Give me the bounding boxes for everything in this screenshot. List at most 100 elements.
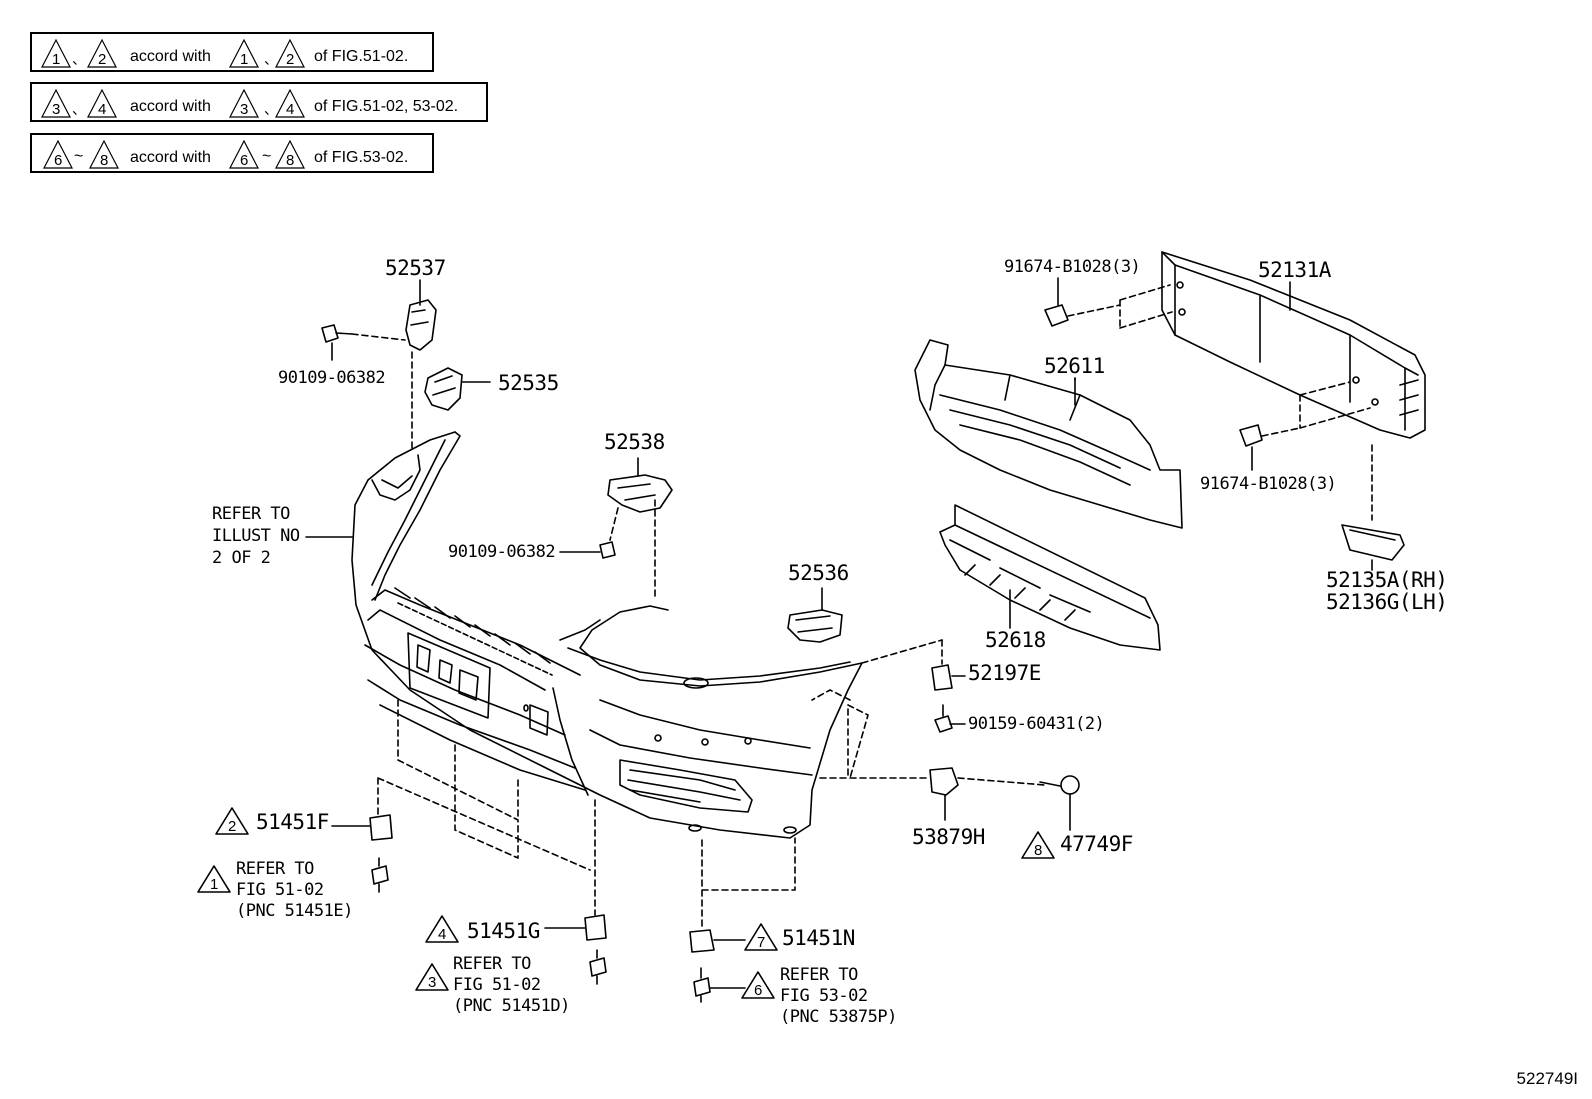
clip-51451f	[331, 814, 393, 841]
leader-left-clips	[377, 699, 596, 916]
reinforcement-52131a	[1161, 251, 1426, 439]
label-52538: 52538	[604, 430, 665, 454]
label-52131a: 52131A	[1258, 258, 1331, 282]
label-52536: 52536	[788, 561, 849, 585]
triangle-icon	[275, 139, 305, 169]
screw-90159	[934, 704, 966, 733]
triangle-icon	[41, 38, 71, 68]
note-2-text: accord with	[130, 98, 211, 115]
label-91674-b: 91674-B1028(3)	[1200, 474, 1337, 494]
triangle-icon	[741, 971, 775, 999]
refer-illust-line-3: 2 OF 2	[212, 548, 271, 568]
note-3-sep-right: ~	[262, 148, 271, 165]
note-1-sep-left: 、	[72, 51, 86, 67]
triangle-icon	[425, 915, 459, 943]
triangle-icon	[275, 88, 305, 118]
triangle-icon	[43, 139, 73, 169]
refer-3-line-2: FIG 51-02	[453, 975, 541, 995]
bracket-52536	[787, 587, 843, 643]
note-2-suffix: of FIG.51-02, 53-02.	[314, 98, 458, 115]
refer-illust-line-1: REFER TO	[212, 504, 290, 524]
label-91674-a: 91674-B1028(3)	[1004, 257, 1141, 277]
label-51451f: 51451F	[256, 810, 329, 834]
note-1-suffix: of FIG.51-02.	[314, 48, 408, 65]
triangle-icon	[87, 88, 117, 118]
bolt-90109-a	[321, 324, 406, 361]
triangle-icon	[197, 865, 231, 893]
label-52618: 52618	[985, 628, 1046, 652]
triangle-icon	[41, 88, 71, 118]
bolt-91674-b	[1239, 381, 1371, 471]
absorber-52611	[914, 339, 1183, 529]
note-3-tri-3: 6	[240, 152, 248, 169]
label-90109-b: 90109-06382	[448, 542, 556, 562]
label-90159: 90159-60431(2)	[968, 714, 1105, 734]
note-2-tri-2: 4	[98, 101, 106, 118]
triangle-icon	[744, 923, 778, 951]
tri-51451n-num: 7	[757, 934, 765, 951]
label-47749f: 47749F	[1060, 832, 1133, 856]
note-3-suffix: of FIG.53-02.	[314, 149, 408, 166]
label-52611: 52611	[1044, 354, 1105, 378]
triangle-icon	[229, 88, 259, 118]
refer-3-line-1: REFER TO	[453, 954, 531, 974]
note-1-graphics: 1 、 2 accord with 1 、 2 of FIG.51-02.	[41, 38, 408, 68]
note-box-3: 6 ~ 8 accord with 6 ~ 8 of FIG.53-02.	[30, 133, 434, 173]
note-3-graphics: 6 ~ 8 accord with 6 ~ 8 of FIG.53-02.	[43, 139, 408, 169]
note-3-tri-2: 8	[100, 152, 108, 169]
note-2-graphics: 3 、 4 accord with 3 、 4 of FIG.51-02, 53…	[41, 88, 458, 118]
label-90109-a: 90109-06382	[278, 368, 386, 388]
note-1-tri-3: 1	[240, 51, 248, 68]
bolt-ref-3	[589, 949, 607, 985]
clip-52197e	[931, 639, 966, 691]
bolt-ref-1	[371, 857, 389, 893]
note-3-tri-4: 8	[286, 152, 294, 169]
note-2-sep-right: 、	[264, 101, 278, 117]
label-51451g: 51451G	[467, 919, 540, 943]
bracket-52537	[405, 279, 437, 351]
refer-3-line-3: (PNC 51451D)	[453, 996, 570, 1016]
label-51451n: 51451N	[782, 926, 855, 950]
label-53879h: 53879H	[912, 825, 985, 849]
label-52136g: 52136G(LH)	[1326, 590, 1448, 614]
note-2-tri-3: 3	[240, 101, 248, 118]
tri-51451f-num: 2	[228, 818, 236, 835]
refer-illust-line-2: ILLUST NO	[212, 526, 300, 546]
label-52537: 52537	[385, 256, 446, 280]
triangle-icon	[229, 139, 259, 169]
refer-1-line-1: REFER TO	[236, 859, 314, 879]
triangle-icon	[87, 38, 117, 68]
clip-51451n	[689, 929, 746, 953]
clip-47749f	[1039, 775, 1080, 831]
bracket-53879h	[819, 767, 1046, 821]
leader-right-side-2	[811, 689, 851, 701]
refer-6-line-2: FIG 53-02	[780, 986, 868, 1006]
refer-6-line-1: REFER TO	[780, 965, 858, 985]
note-3-tri-1: 6	[54, 152, 62, 169]
bolt-91674-a	[1044, 277, 1173, 329]
bumper-cover	[351, 431, 863, 839]
label-52535: 52535	[498, 371, 559, 395]
note-1-tri-4: 2	[286, 51, 294, 68]
refer-6-line-3: (PNC 53875P)	[780, 1007, 897, 1027]
triangle-icon	[229, 38, 259, 68]
note-1-tri-1: 1	[52, 51, 60, 68]
bracket-52535	[424, 367, 491, 411]
leader-51451n	[701, 837, 796, 931]
bracket-52538	[607, 457, 673, 601]
note-3-sep-left: ~	[74, 148, 83, 165]
note-box-2: 3 、 4 accord with 3 、 4 of FIG.51-02, 53…	[30, 82, 488, 122]
leader-52197e	[861, 639, 943, 664]
tri-47749f-num: 8	[1034, 842, 1042, 859]
tri-ref6-num: 6	[754, 982, 762, 999]
note-box-1: 1 、 2 accord with 1 、 2 of FIG.51-02.	[30, 32, 434, 72]
clip-51451g	[544, 914, 607, 941]
bolt-ref-6	[693, 967, 746, 1003]
support-52618	[939, 504, 1161, 651]
tri-ref3-num: 3	[428, 974, 436, 991]
note-1-text: accord with	[130, 48, 211, 65]
figure-id: 522749I	[1516, 1069, 1578, 1088]
tri-51451g-num: 4	[438, 926, 446, 943]
note-3-text: accord with	[130, 149, 211, 166]
